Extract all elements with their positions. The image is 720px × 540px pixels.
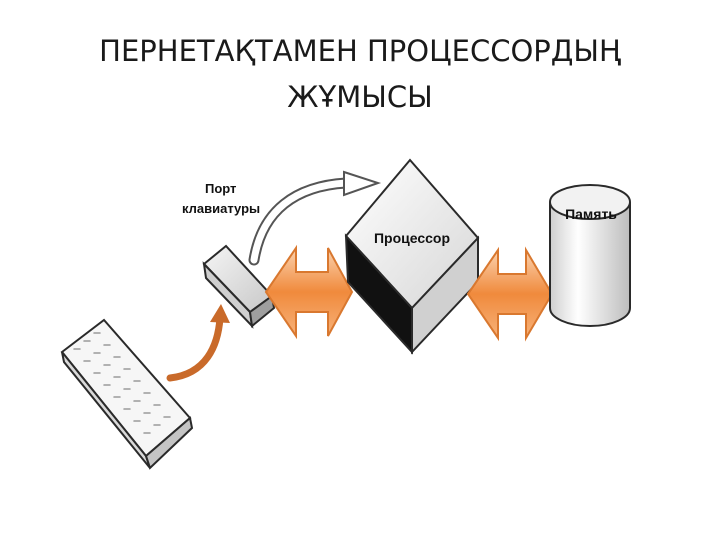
processor-box [346, 160, 478, 352]
curved-arrow-keyboard-to-port [170, 304, 230, 378]
memory-label: Память [565, 206, 617, 222]
port-label-line-2: клавиатуры [182, 201, 260, 216]
port-label-line-1: Порт [205, 181, 236, 196]
keyboard-icon [62, 320, 192, 468]
processor-label: Процессор [374, 230, 450, 246]
double-arrow-processor-memory [468, 250, 552, 338]
keyboard-port-icon [204, 246, 274, 326]
double-arrow-port-processor [266, 248, 352, 336]
